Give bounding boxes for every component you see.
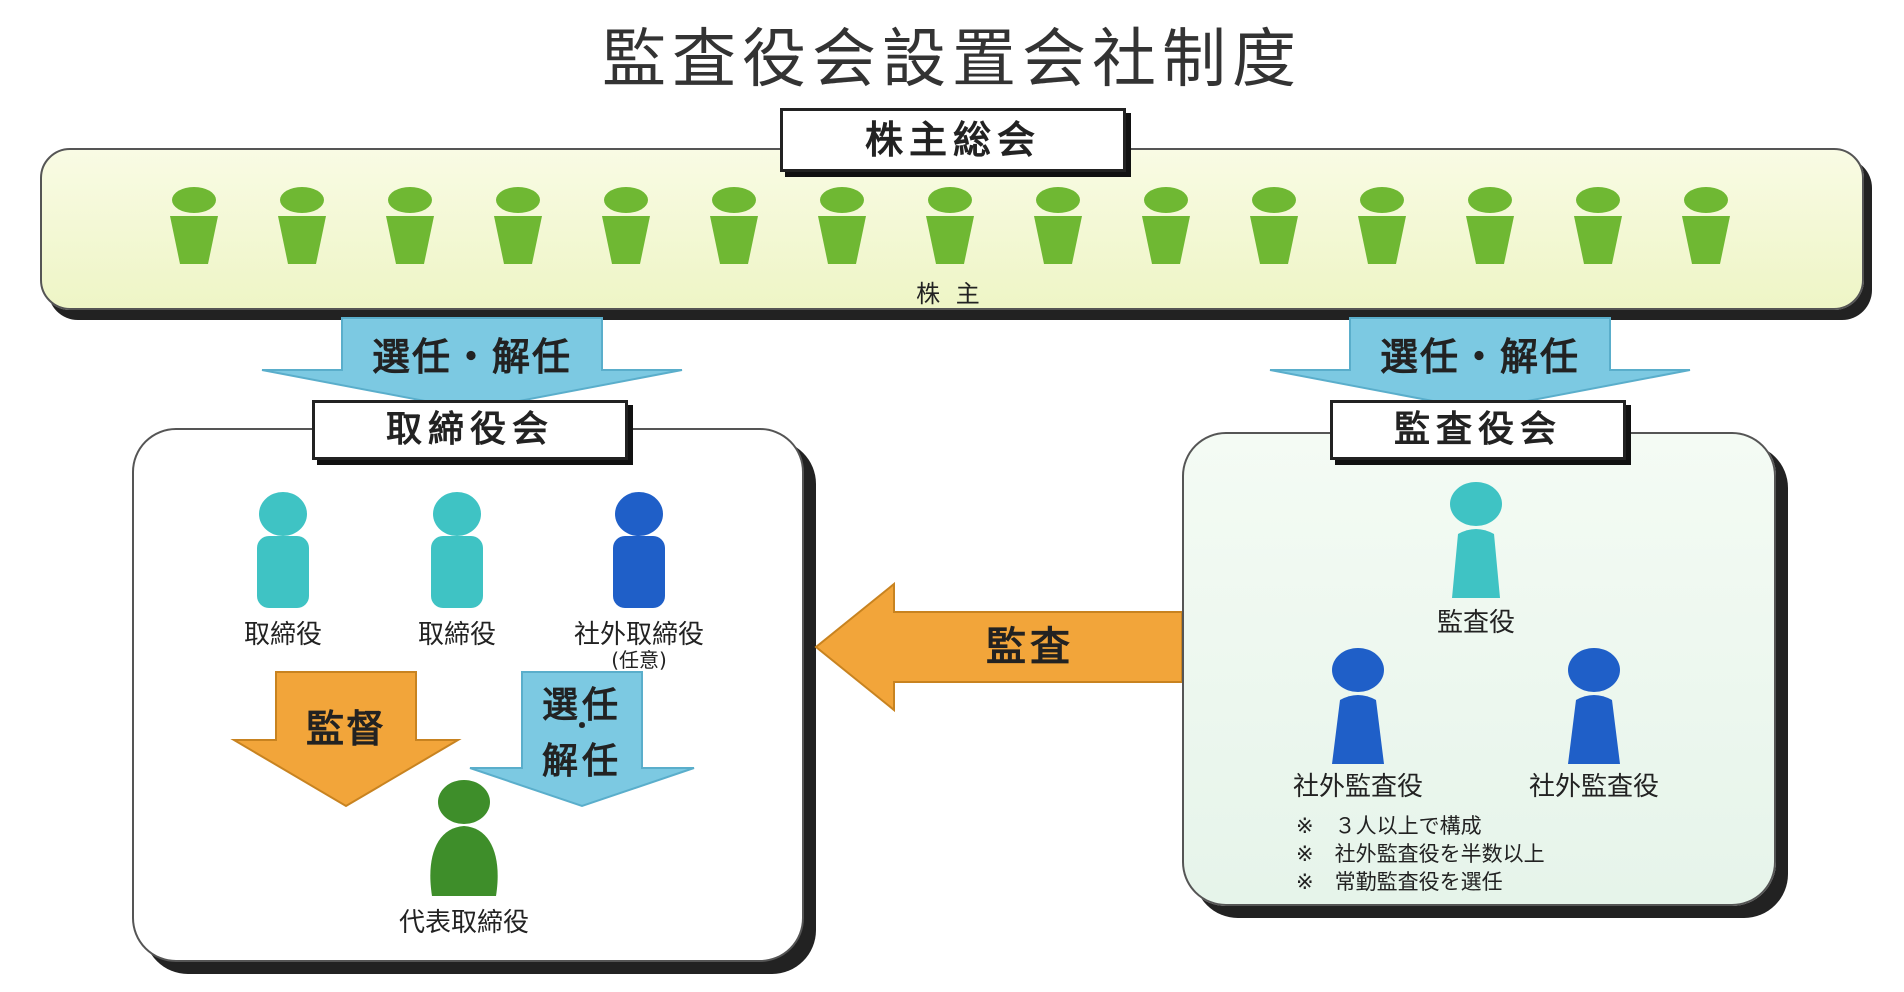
shareholder-figure — [818, 187, 866, 264]
shareholder-figure — [386, 187, 434, 264]
elect-representative-arrow-label-top: 選任 — [541, 685, 622, 726]
director-figure — [257, 492, 309, 608]
representative-director-label: 代表取締役 — [398, 908, 529, 938]
shareholder-figure — [170, 187, 218, 264]
shareholder-figure — [1682, 187, 1730, 264]
shareholder-figure — [278, 187, 326, 264]
outside-auditor-label: 社外監査役 — [1292, 772, 1423, 802]
shareholder-figure — [1466, 187, 1514, 264]
director-label: 取締役 — [243, 620, 322, 650]
outside-director-label: 社外取締役 — [573, 620, 704, 650]
shareholder-figure — [710, 187, 758, 264]
auditor-figure — [1450, 482, 1502, 598]
audit-board-note: ※ 社外監査役を半数以上 — [1296, 842, 1545, 866]
shareholder-figure — [1142, 187, 1190, 264]
outside-auditor-label: 社外監査役 — [1528, 772, 1659, 802]
audit-board-label: 監査役会 — [1330, 400, 1626, 460]
elect-arrow-left — [261, 317, 683, 412]
shareholder-figure — [602, 187, 650, 264]
supervise-arrow — [230, 671, 462, 808]
general-meeting-label: 株主総会 — [780, 108, 1126, 172]
audit-arrow-label: 監査 — [986, 624, 1074, 670]
elect-arrow-right — [1269, 317, 1691, 412]
auditor-label: 監査役 — [1436, 608, 1515, 638]
page-title: 監査役会設置会社制度 — [602, 23, 1302, 97]
outside-director-figure — [613, 492, 665, 608]
shareholder-figure — [494, 187, 542, 264]
shareholder-figure — [1250, 187, 1298, 264]
elect-representative-arrow — [469, 671, 695, 808]
director-figure — [431, 492, 483, 608]
elect-representative-arrow-label-bottom: 解任 — [541, 741, 622, 782]
director-label: 取締役 — [417, 620, 496, 650]
elect-representative-arrow-label-dot: ・ — [570, 712, 594, 740]
elect-arrow-left-label: 選任・解任 — [371, 335, 572, 379]
shareholder-figure — [1358, 187, 1406, 264]
optional-note: (任意) — [611, 648, 667, 672]
elect-arrow-right-label: 選任・解任 — [1379, 335, 1580, 379]
outside-auditor-figure — [1332, 648, 1384, 764]
supervise-arrow-label: 監督 — [305, 707, 386, 751]
shareholder-row — [140, 186, 1760, 266]
shareholder-figure — [1034, 187, 1082, 264]
representative-director-figure — [430, 780, 498, 896]
audit-arrow — [814, 581, 1183, 713]
shareholder-figure — [926, 187, 974, 264]
audit-board-note: ※ 常勤監査役を選任 — [1296, 870, 1503, 894]
shareholders-caption: 株 主 — [916, 280, 984, 308]
shareholder-figure — [1574, 187, 1622, 264]
audit-board-note: ※ ３人以上で構成 — [1296, 814, 1482, 838]
outside-auditor-figure — [1568, 648, 1620, 764]
board-label: 取締役会 — [312, 400, 628, 460]
